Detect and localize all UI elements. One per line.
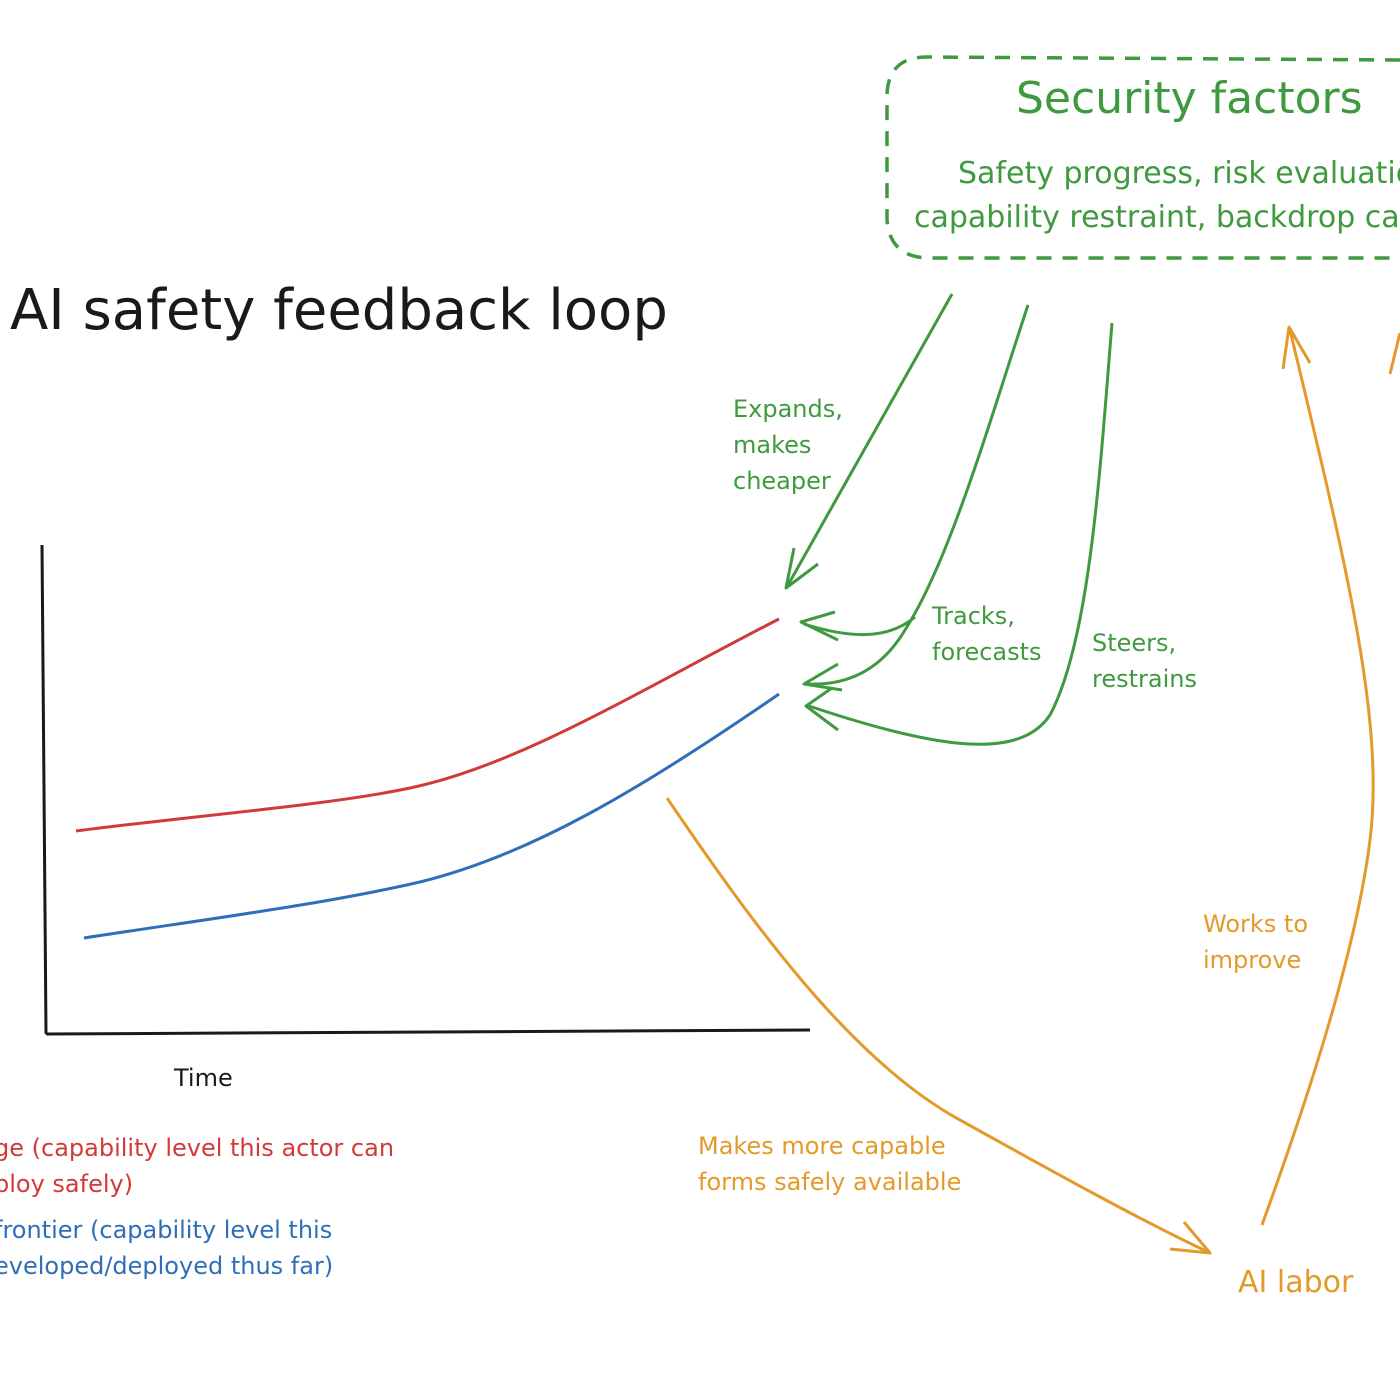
makes-label-line: Makes more capable xyxy=(698,1132,946,1160)
tracks-arrow xyxy=(805,304,1030,686)
makes-available-arrow xyxy=(665,797,1209,1254)
tracks-arrowhead xyxy=(802,662,843,692)
works-to-improve-label: Works to improve xyxy=(1203,906,1308,978)
legend-blue-line: eveloped/deployed thus far) xyxy=(0,1252,334,1280)
steers-arrow xyxy=(808,322,1114,746)
legend-red-line: ge (capability level this actor can xyxy=(0,1134,395,1162)
works-to-improve-arrow xyxy=(1260,329,1375,1226)
y-axis xyxy=(40,544,48,1035)
diagram-title: AI safety feedback loop xyxy=(10,278,668,343)
tracks-arrow-upper xyxy=(803,615,916,637)
expands-label-line: makes xyxy=(733,431,812,459)
expands-arrowhead xyxy=(784,547,819,590)
steers-label-line: restrains xyxy=(1092,665,1197,693)
works-label-line: improve xyxy=(1203,946,1302,974)
legend-red-line: ploy safely) xyxy=(0,1170,134,1198)
x-axis xyxy=(45,1028,811,1036)
security-factors-title: Security factors xyxy=(1016,73,1363,124)
security-factors-box xyxy=(885,55,1400,260)
steers-label-line: Steers, xyxy=(1092,629,1177,657)
capability-frontier-curve xyxy=(83,692,780,940)
offscreen-orange-arrowhead xyxy=(1388,332,1400,375)
safety-range-curve xyxy=(75,617,780,833)
expands-label: Expands, makes cheaper xyxy=(733,391,843,499)
legend-capability-frontier: frontier (capability level this eveloped… xyxy=(0,1212,333,1284)
legend-blue-line: frontier (capability level this xyxy=(0,1216,333,1244)
works-label-line: Works to xyxy=(1203,910,1308,938)
steers-arrowhead xyxy=(804,686,839,732)
expands-label-line: cheaper xyxy=(733,467,831,495)
tracks-label-line: forecasts xyxy=(932,638,1042,666)
expands-label-line: Expands, xyxy=(733,395,843,423)
steers-label: Steers, restrains xyxy=(1092,625,1197,697)
expands-arrow xyxy=(786,293,954,586)
security-factors-text-line2: capability restraint, backdrop cap xyxy=(914,200,1400,235)
ai-labor-node: AI labor xyxy=(1238,1265,1354,1300)
tracks-label-line: Tracks, xyxy=(932,602,1015,630)
makes-label-line: forms safely available xyxy=(698,1168,962,1196)
works-to-improve-arrowhead xyxy=(1281,325,1312,370)
x-axis-label: Time xyxy=(174,1064,233,1092)
security-factors-text-line1: Safety progress, risk evaluatio xyxy=(958,156,1400,191)
makes-available-arrowhead xyxy=(1169,1221,1212,1255)
tracks-label: Tracks, forecasts xyxy=(932,598,1042,670)
tracks-arrowhead-upper xyxy=(799,610,839,642)
makes-available-label: Makes more capable forms safely availabl… xyxy=(698,1128,961,1200)
legend-safety-range: ge (capability level this actor can ploy… xyxy=(0,1130,394,1202)
